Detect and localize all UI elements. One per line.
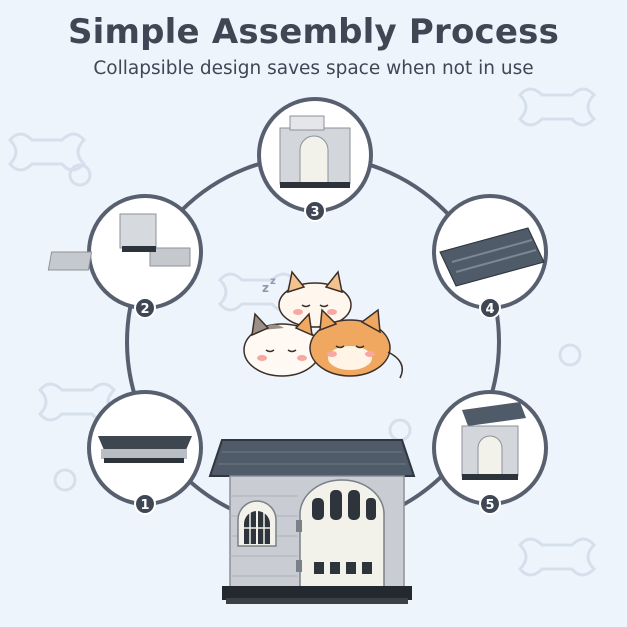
- step-5: 5: [432, 390, 548, 515]
- step-1: 1: [87, 390, 203, 515]
- paw-icon: [68, 163, 92, 187]
- bone-icon: [517, 537, 597, 577]
- cat-top: [278, 270, 352, 328]
- step-number-badge: [479, 493, 501, 515]
- step-3: 3: [257, 97, 373, 222]
- background-pattern: [7, 87, 597, 577]
- step-number-badge: [479, 297, 501, 319]
- step-number: 5: [485, 498, 494, 513]
- paw-icon: [558, 343, 582, 367]
- paw-icon: [53, 468, 77, 492]
- step-number-badge: [304, 200, 326, 222]
- bone-icon: [517, 87, 597, 127]
- step-4: 4: [432, 194, 548, 319]
- kennel-door: [296, 479, 385, 589]
- sleep-z-icon: z: [262, 281, 269, 295]
- step-number: 2: [140, 302, 149, 317]
- roof-panel-illustration: [439, 227, 545, 287]
- bone-icon: [7, 132, 87, 172]
- step-number: 1: [140, 498, 149, 513]
- step-number: 4: [485, 302, 494, 317]
- attaching-roof-illustration: [461, 402, 526, 480]
- page-subtitle: Collapsible design saves space when not …: [93, 58, 534, 79]
- kennel-window: [237, 500, 277, 547]
- step-number-badge: [134, 493, 156, 515]
- step-number-badge: [134, 297, 156, 319]
- raised-walls-illustration: [279, 115, 351, 188]
- step-number: 3: [310, 205, 319, 220]
- folded-kennel-illustration: [98, 436, 192, 463]
- cat-left: [243, 312, 321, 377]
- dog-kennel-illustration: [208, 439, 416, 604]
- step-2: 2: [47, 194, 203, 319]
- page-title: Simple Assembly Process: [67, 12, 560, 52]
- sleep-z-icon: z: [270, 276, 276, 287]
- paw-icon: [388, 418, 412, 442]
- unfolding-panels-illustration: [47, 213, 191, 271]
- sleeping-cats-illustration: z z: [243, 270, 403, 379]
- cat-right: [309, 308, 403, 379]
